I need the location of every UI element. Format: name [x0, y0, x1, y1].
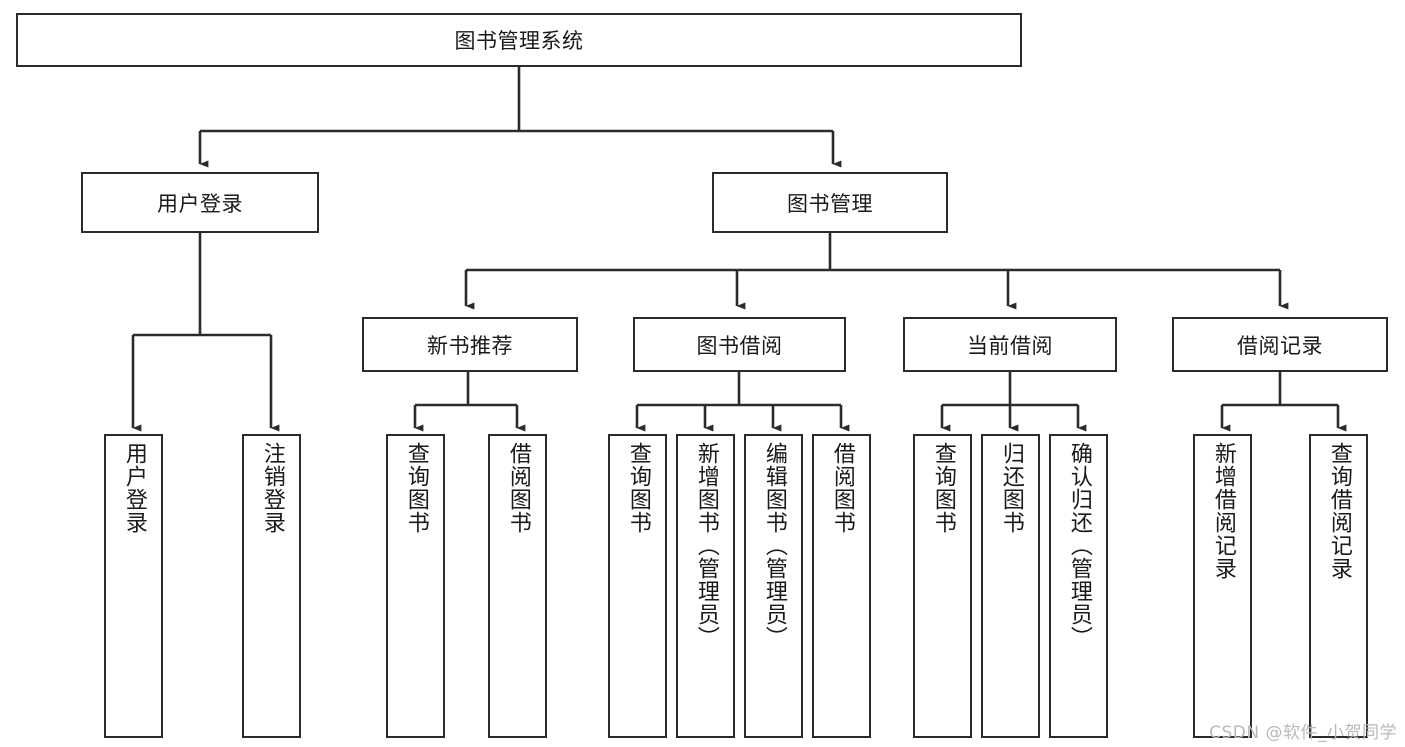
- node-leaf-borrow-query[interactable]: 查询图书: [608, 434, 667, 738]
- node-leaf-rec-add-label: 新增借阅记录: [1210, 442, 1236, 580]
- node-current-borrow[interactable]: 当前借阅: [903, 317, 1117, 372]
- node-root-label: 图书管理系统: [454, 29, 584, 53]
- node-leaf-rec-search[interactable]: 查询借阅记录: [1309, 434, 1368, 738]
- node-leaf-user-logout-label: 注销登录: [259, 442, 285, 534]
- node-leaf-rec-query-label: 查询图书: [403, 442, 429, 534]
- node-leaf-user-login-label: 用户登录: [121, 442, 147, 534]
- node-borrow-record[interactable]: 借阅记录: [1172, 317, 1388, 372]
- node-leaf-user-login[interactable]: 用户登录: [104, 434, 163, 738]
- node-book-manage[interactable]: 图书管理: [712, 172, 948, 233]
- node-book-borrow[interactable]: 图书借阅: [633, 317, 846, 372]
- watermark-text: CSDN @软件_小贺同学: [1209, 723, 1397, 743]
- node-leaf-borrow-borrow[interactable]: 借阅图书: [812, 434, 871, 738]
- node-leaf-cur-query-label: 查询图书: [930, 442, 956, 534]
- node-leaf-borrow-edit-label: 编辑图书（管理员）: [761, 442, 787, 649]
- node-leaf-cur-query[interactable]: 查询图书: [913, 434, 972, 738]
- node-leaf-rec-search-label: 查询借阅记录: [1326, 442, 1352, 580]
- node-leaf-rec-query[interactable]: 查询图书: [386, 434, 445, 738]
- node-book-borrow-label: 图书借阅: [696, 333, 783, 358]
- node-leaf-rec-borrow[interactable]: 借阅图书: [488, 434, 547, 738]
- node-leaf-cur-return[interactable]: 归还图书: [981, 434, 1040, 738]
- node-root[interactable]: 图书管理系统: [16, 13, 1022, 67]
- node-leaf-borrow-add[interactable]: 新增图书（管理员）: [676, 434, 735, 738]
- node-leaf-rec-add[interactable]: 新增借阅记录: [1193, 434, 1252, 738]
- node-leaf-borrow-add-label: 新增图书（管理员）: [693, 442, 719, 649]
- node-leaf-borrow-query-label: 查询图书: [625, 442, 651, 534]
- node-leaf-user-logout[interactable]: 注销登录: [242, 434, 301, 738]
- node-current-borrow-label: 当前借阅: [967, 333, 1053, 358]
- node-new-book-rec-label: 新书推荐: [427, 333, 513, 358]
- node-user-login-label: 用户登录: [157, 191, 243, 216]
- node-borrow-record-label: 借阅记录: [1237, 333, 1323, 358]
- node-leaf-borrow-borrow-label: 借阅图书: [829, 442, 855, 534]
- node-leaf-borrow-edit[interactable]: 编辑图书（管理员）: [744, 434, 803, 738]
- node-book-manage-label: 图书管理: [787, 191, 873, 216]
- node-user-login[interactable]: 用户登录: [81, 172, 319, 233]
- node-leaf-cur-return-label: 归还图书: [998, 442, 1024, 534]
- node-new-book-rec[interactable]: 新书推荐: [362, 317, 578, 372]
- node-leaf-cur-confirm[interactable]: 确认归还（管理员）: [1049, 434, 1108, 738]
- node-leaf-rec-borrow-label: 借阅图书: [505, 442, 531, 534]
- node-leaf-cur-confirm-label: 确认归还（管理员）: [1066, 442, 1092, 649]
